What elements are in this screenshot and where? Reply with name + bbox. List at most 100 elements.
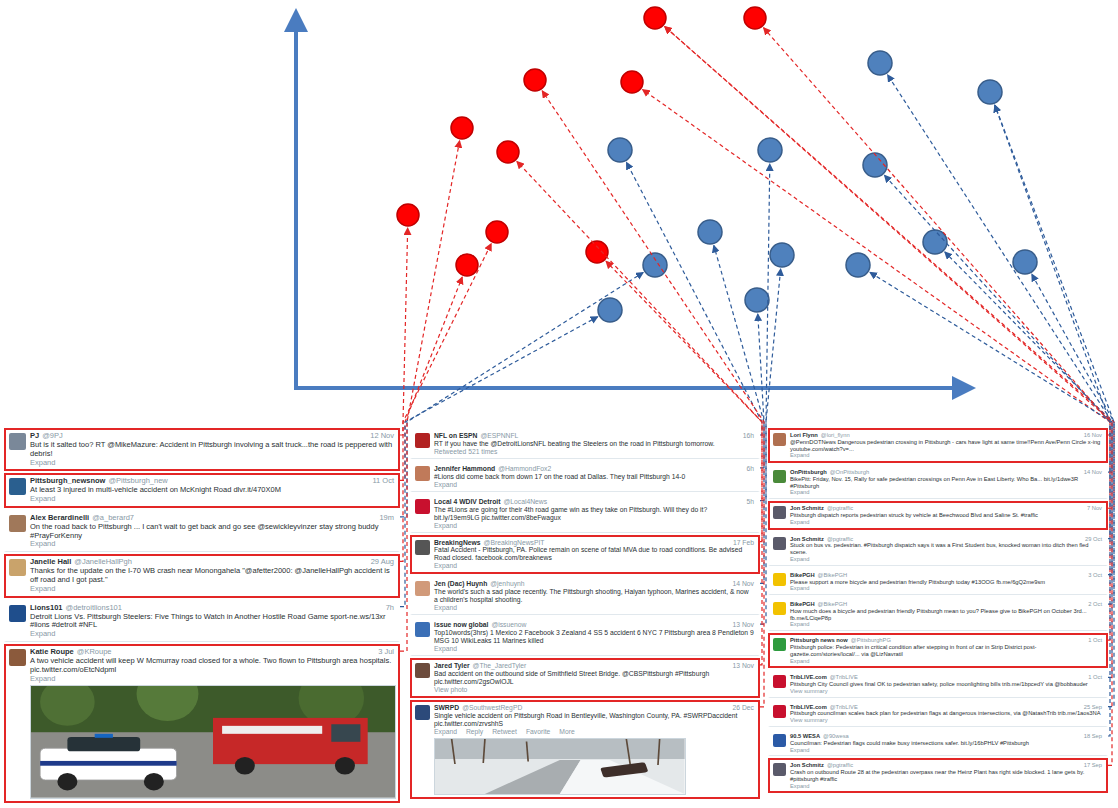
- tweet-date: 1 Oct: [1088, 637, 1102, 644]
- tweet-actions: Expand: [790, 621, 1102, 628]
- blue-dot: [598, 298, 622, 322]
- user-avatar: [773, 638, 786, 651]
- tweet-photo: [30, 685, 396, 799]
- tweet-actions: Expand: [30, 585, 394, 594]
- tweet-date: 18 Sep: [1084, 733, 1102, 740]
- tweet-date: 14 Nov: [1084, 469, 1102, 476]
- tweet-actions: View photo: [434, 686, 754, 694]
- tweet-text: Pittsburgh councilman scales back plan f…: [790, 710, 1102, 717]
- user-handle: @OnPittsburgh: [830, 469, 869, 475]
- tweet-date: 11 Oct: [372, 477, 394, 486]
- user-avatar: [9, 515, 26, 532]
- tweet-card: 14 NovJen (Dac) Huynh@jenhuynhThe world'…: [410, 576, 760, 615]
- tweet-action: Expand: [790, 489, 810, 495]
- tweet-header: 29 OctJon Schmitz@pgtraffic: [790, 536, 1102, 543]
- tweet-text: Please support a more bicycle and pedest…: [790, 579, 1102, 586]
- tweet-actions: Expand: [790, 519, 1102, 526]
- user-name: Jen (Dac) Huynh: [434, 580, 487, 587]
- tweet-text: @PennDOTNews Dangerous pedestrian crossi…: [790, 439, 1102, 453]
- user-avatar: [773, 763, 786, 776]
- blue-dot: [698, 220, 722, 244]
- user-avatar: [9, 478, 26, 495]
- tweet-action: Expand: [30, 458, 55, 467]
- tweet-action: Reply: [466, 728, 483, 735]
- tweet-date: 13 Nov: [733, 662, 754, 670]
- tweet-header: 6hJennifer Hammond@HammondFox2: [434, 465, 754, 473]
- user-name: TribLIVE.com: [790, 704, 827, 710]
- tweet-date: 3 Oct: [1088, 572, 1102, 579]
- user-handle: @jenhuynh: [490, 580, 524, 587]
- tweet-action: Expand: [434, 562, 457, 569]
- user-handle: @TribLIVE: [830, 674, 858, 680]
- tweet-date: 19m: [379, 514, 394, 523]
- blue-dot: [770, 243, 794, 267]
- user-handle: @pgtraffic: [827, 505, 853, 511]
- tweet-header: 5hLocal 4 WDIV Detroit@Local4News: [434, 498, 754, 506]
- tweet-actions: ExpandReplyRetweetFavoriteMore: [434, 728, 754, 736]
- leader-line: [400, 228, 408, 435]
- user-name: PJ: [30, 431, 39, 440]
- tweet-action: Expand: [790, 621, 810, 627]
- user-avatar: [773, 573, 786, 586]
- red-dot: [497, 141, 519, 163]
- user-avatar: [773, 537, 786, 550]
- tweet-card: 16hNFL on ESPN@ESPNNFLRT if you have the…: [410, 428, 760, 459]
- user-handle: @lori_flynn: [821, 432, 850, 438]
- tweet-actions: Expand: [434, 645, 754, 653]
- user-avatar: [9, 433, 26, 450]
- tweet-date: 26 Dec: [733, 704, 754, 712]
- blue-dot: [608, 138, 632, 162]
- red-dot: [456, 254, 478, 276]
- tweet-actions: Expand: [30, 495, 394, 504]
- tweet-text: BikePitt: Friday, Nov. 15, Rally for saf…: [790, 476, 1102, 490]
- user-avatar: [773, 433, 786, 446]
- tweet-header: 25 SepTribLIVE.com@TribLIVE: [790, 704, 1102, 711]
- tweet-header: 13 Novissue now global@issuenow: [434, 621, 754, 629]
- tweet-text: On the road back to Pittsburgh ... I can…: [30, 523, 394, 541]
- tweet-action: Expand: [790, 452, 810, 458]
- user-name: Pittsburgh_newsnow: [30, 476, 105, 485]
- user-handle: @HammondFox2: [498, 465, 551, 472]
- tweet-card: 6hJennifer Hammond@HammondFox2#Lions did…: [410, 461, 760, 492]
- tweet-text: Top10words(3hrs) 1 Mexico 2 Facebook 3 Z…: [434, 629, 754, 645]
- user-avatar: [773, 734, 786, 747]
- red-dot: [644, 7, 666, 29]
- user-avatar: [9, 605, 26, 622]
- tweet-text: Crash on outbound Route 28 at the pedest…: [790, 769, 1102, 783]
- tweet-date: 6h: [746, 465, 754, 473]
- user-handle: @The_JaredTyler: [473, 662, 527, 669]
- user-handle: @pgtraffic: [827, 536, 853, 542]
- tweet-text: The #Lions are going for their 4th road …: [434, 506, 754, 522]
- tweet-header: 2 OctBikePGH@BikePGH: [790, 601, 1102, 608]
- tweet-date: 3 Jul: [378, 648, 394, 657]
- user-name: Katie Roupe: [30, 647, 74, 656]
- tweet-card: 25 SepTribLIVE.com@TribLIVEPittsburgh co…: [768, 700, 1108, 727]
- tweet-card: 13 Novissue now global@issuenowTop10word…: [410, 617, 760, 656]
- tweet-header: 3 JulKatie Roupe@KRoupe: [30, 648, 394, 657]
- tweet-text: Thanks for the update on the I-70 WB cra…: [30, 567, 394, 585]
- blue-dot: [978, 80, 1002, 104]
- tweet-card: 3 JulKatie Roupe@KRoupeA two vehicle acc…: [4, 644, 400, 803]
- tweet-date: 2 Oct: [1088, 601, 1102, 608]
- user-name: 90.5 WESA: [790, 733, 820, 739]
- tweet-actions: Expand: [434, 562, 754, 570]
- tweet-date: 16 Nov: [1084, 432, 1102, 439]
- tweet-date: 1 Oct: [1088, 674, 1102, 681]
- tweet-header: 13 NovJared Tyler@The_JaredTyler: [434, 662, 754, 670]
- tweet-header: 16 NovLori Flynn@lori_flynn: [790, 432, 1102, 439]
- red-dot: [451, 117, 473, 139]
- tweet-header: 3 OctBikePGH@BikePGH: [790, 572, 1102, 579]
- user-handle: @ESPNNFL: [480, 432, 518, 439]
- user-avatar: [773, 470, 786, 483]
- tweet-card: 13 NovJared Tyler@The_JaredTylerBad acci…: [410, 658, 760, 698]
- blue-dot: [1013, 250, 1037, 274]
- tweet-date: 17 Feb: [733, 539, 754, 547]
- tweet-date: 29 Oct: [1085, 536, 1102, 543]
- tweet-text: A two vehicle accident will keep W Mcmur…: [30, 657, 394, 675]
- tweet-card: 1 OctPittsburgh news now@PittsburghPGPit…: [768, 633, 1108, 668]
- tweet-action: Expand: [790, 747, 810, 753]
- user-handle: @JanelleHallPgh: [74, 557, 132, 566]
- user-avatar: [9, 559, 26, 576]
